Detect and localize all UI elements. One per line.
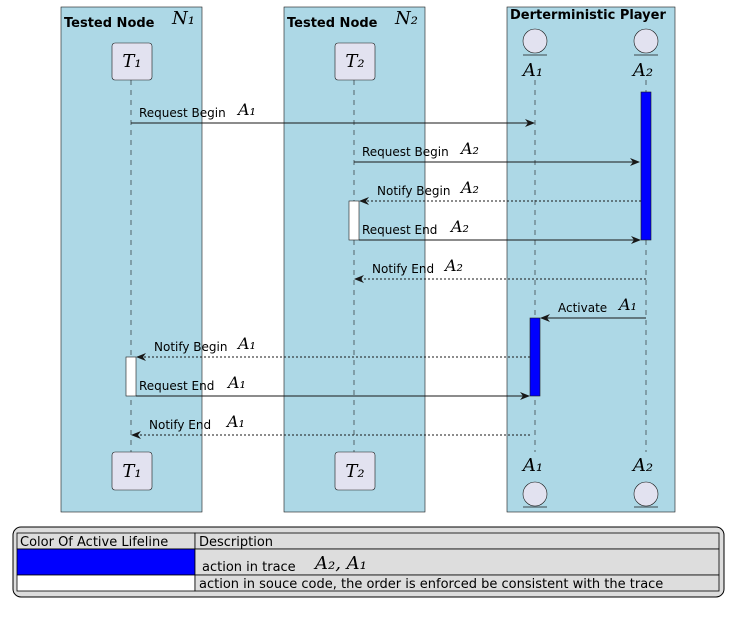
- legend-swatch-source: [16, 574, 196, 592]
- activation-a2-trace: [640, 91, 652, 241]
- box-title: Tested Node: [64, 16, 155, 31]
- message-label: Notify End: [372, 262, 434, 276]
- entity-a2-top: A₂: [631, 28, 659, 81]
- participant-label: A₂: [631, 60, 653, 81]
- box-tested-node-n1: Tested Node N₁: [60, 6, 203, 513]
- participant-t1-top: T₁: [111, 42, 153, 81]
- message-5: Notify End A₂: [354, 256, 646, 283]
- box-math-label: N₂: [394, 8, 418, 29]
- box-tested-node-n2: Tested Node N₂: [283, 6, 426, 513]
- message-label: Notify End: [149, 418, 211, 432]
- legend-desc-trace: action in trace: [202, 560, 296, 575]
- message-9: Notify End A₁: [131, 412, 530, 439]
- activation-a1-trace: [529, 317, 541, 397]
- message-label: Notify Begin: [154, 340, 227, 354]
- participant-label: A₁: [521, 60, 543, 81]
- participant-label: A₂: [631, 455, 653, 476]
- box-deterministic-player: Derterministic Player: [506, 6, 676, 513]
- message-label: Request End: [139, 379, 214, 393]
- message-label: Request Begin: [362, 145, 449, 159]
- legend-header-desc: Description: [199, 535, 273, 550]
- legend-desc-source: action in souce code, the order is enfor…: [199, 577, 663, 592]
- participant-label: T₂: [345, 51, 364, 72]
- entity-a2-bottom: A₂: [631, 455, 659, 508]
- legend-header-color: Color Of Active Lifeline: [20, 535, 168, 550]
- message-2: Request Begin A₂: [354, 139, 640, 166]
- message-math: A₂: [443, 256, 463, 275]
- entity-a1-top: A₁: [521, 28, 548, 81]
- legend-math-trace: A₂, A₁: [313, 553, 367, 574]
- participant-t2-top: T₂: [334, 42, 376, 81]
- legend-desc-cell: [194, 574, 720, 592]
- message-3: Notify Begin A₂: [359, 178, 641, 205]
- legend-header-desc-cell: [194, 532, 720, 550]
- box-math-label: N₁: [171, 8, 195, 29]
- box-title: Tested Node: [287, 16, 378, 31]
- participant-label: A₁: [521, 455, 543, 476]
- participant-t2-bottom: T₂: [334, 451, 376, 491]
- message-label: Request End: [362, 223, 437, 237]
- message-math: A₁: [236, 334, 256, 353]
- participant-label: T₁: [122, 51, 141, 72]
- message-1: Request Begin A₁: [131, 100, 535, 127]
- message-8: Request End A₁: [136, 373, 530, 400]
- message-math: A₂: [459, 139, 479, 158]
- message-4: Request End A₂: [359, 217, 641, 244]
- message-label: Request Begin: [139, 106, 226, 120]
- message-math: A₁: [236, 100, 256, 119]
- message-math: A₁: [617, 295, 637, 314]
- box-title: Derterministic Player: [510, 8, 666, 23]
- legend-swatch-trace: [16, 548, 196, 576]
- message-label: Activate: [558, 301, 607, 315]
- participant-t1-bottom: T₁: [111, 451, 153, 491]
- entity-a1-bottom: A₁: [521, 455, 548, 508]
- message-6: Activate A₁: [540, 295, 646, 322]
- activation-t1-source: [125, 356, 137, 397]
- activation-t2-source: [348, 200, 360, 241]
- participant-label: T₂: [345, 461, 364, 482]
- message-math: A₂: [449, 217, 469, 236]
- legend-desc-cell: [194, 548, 720, 576]
- message-7: Notify Begin A₁: [136, 334, 530, 361]
- legend: Color Of Active Lifeline Description act…: [12, 526, 725, 598]
- message-math: A₂: [459, 178, 479, 197]
- participant-label: T₁: [122, 461, 141, 482]
- message-label: Notify Begin: [377, 184, 450, 198]
- message-math: A₁: [225, 412, 245, 431]
- message-math: A₁: [226, 373, 246, 392]
